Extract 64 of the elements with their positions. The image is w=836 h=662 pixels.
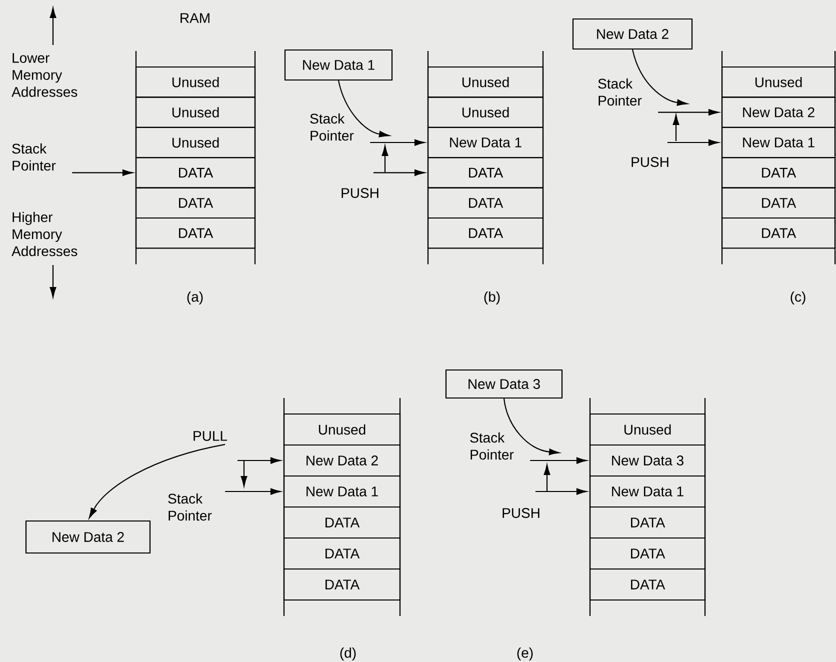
axis-label: Lower Memory Addresses: [12, 53, 78, 97]
caption-label: (e): [517, 647, 533, 661]
stack-cell: DATA: [427, 217, 544, 249]
curved-arrow: [632, 49, 688, 106]
stack-cell: Unused: [427, 66, 544, 98]
operation-label: PUSH: [632, 157, 668, 167]
stack-cell: Unused: [427, 96, 544, 128]
stack-cell: New Data 3: [589, 444, 706, 477]
stack-cell: DATA: [721, 157, 836, 188]
data-box: New Data 3: [445, 369, 563, 399]
data-box: New Data 2: [572, 18, 693, 50]
stack-cell: Unused: [721, 66, 836, 98]
stack-cell: DATA: [427, 157, 544, 188]
pointer-label: Stack Pointer: [470, 432, 514, 460]
stack-cell: New Data 1: [721, 126, 836, 158]
curved-arrow: [88, 444, 226, 518]
stack-cell: DATA: [589, 568, 706, 601]
stack-cell: DATA: [283, 506, 401, 539]
stack-cell: DATA: [721, 217, 836, 249]
operation-label: PUSH: [342, 188, 378, 198]
curved-arrow: [338, 80, 390, 138]
pointer-arrow: [658, 109, 719, 116]
pointer-arrow: [370, 139, 425, 146]
pointer-label: Stack Pointer: [12, 143, 56, 171]
stack-cell: Unused: [135, 66, 256, 98]
pointer-arrow: [72, 169, 133, 176]
stack-cell: New Data 1: [589, 475, 706, 508]
pointer-label: Stack Pointer: [310, 113, 354, 141]
stack-cell: Unused: [589, 413, 706, 446]
stack-cell: DATA: [135, 187, 256, 219]
stack-cell: Unused: [283, 413, 401, 446]
pointer-arrow: [667, 139, 719, 146]
data-box: New Data 2: [25, 520, 151, 554]
stack-cell: DATA: [283, 568, 401, 601]
caption-label: (a): [187, 291, 203, 305]
axis-label: Higher Memory Addresses: [12, 212, 78, 256]
caption-label: (d): [340, 647, 356, 661]
stack-cell: New Data 2: [283, 444, 401, 477]
pointer-arrow: [225, 488, 281, 495]
stack-cell: New Data 2: [721, 96, 836, 128]
stack-cell: DATA: [427, 187, 544, 219]
stack-cell: DATA: [589, 537, 706, 570]
pointer-arrow: [530, 457, 587, 464]
curved-arrow: [503, 398, 560, 456]
stack-cell: DATA: [283, 537, 401, 570]
stack-cell: Unused: [135, 126, 256, 158]
operation-label: RAM: [180, 13, 210, 23]
stack-cell: DATA: [721, 187, 836, 219]
operation-label: PULL: [194, 431, 228, 441]
operation-label: PUSH: [502, 508, 540, 518]
stack-cell: New Data 1: [427, 126, 544, 158]
stack-cell: DATA: [135, 217, 256, 249]
stack-cell: Unused: [135, 96, 256, 128]
stack-cell: DATA: [135, 157, 256, 188]
caption-label: (b): [484, 291, 500, 305]
caption-label: (c): [790, 291, 806, 305]
data-box: New Data 1: [284, 49, 393, 81]
stack-cell: New Data 1: [283, 475, 401, 508]
pointer-arrow: [373, 169, 425, 176]
pointer-label: Stack Pointer: [598, 78, 642, 106]
stack-cell: DATA: [589, 506, 706, 539]
pointer-arrow: [237, 457, 281, 464]
pointer-arrow: [535, 488, 587, 495]
pointer-label: Stack Pointer: [168, 493, 212, 521]
